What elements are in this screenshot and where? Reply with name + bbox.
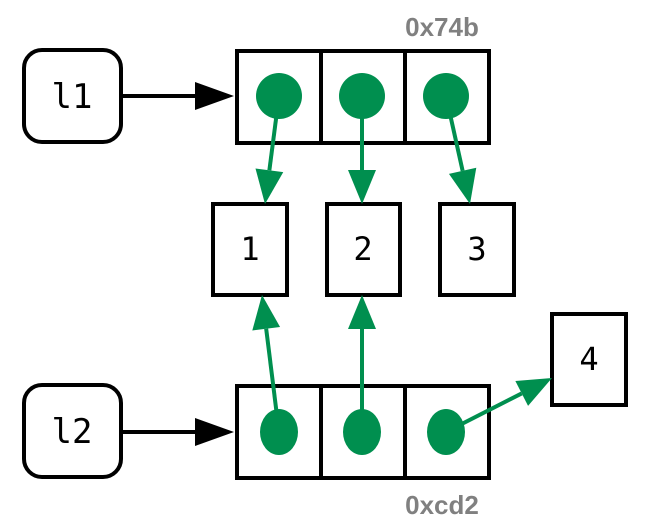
value-label-3: 3: [467, 230, 486, 268]
pointer-dot-0x74b-slot-1: [339, 73, 385, 119]
reference-arrow-l1: [121, 82, 234, 110]
pointer-dot-0xcd2-slot-2: [427, 409, 465, 455]
value-box-3: [438, 202, 516, 297]
value-2: 2: [325, 202, 402, 297]
value-3: 3: [438, 202, 516, 297]
pointer-dot-0x74b-slot-0: [256, 73, 302, 119]
pointer-dot-0xcd2-slot-0: [260, 409, 298, 455]
value-label-2: 2: [353, 230, 372, 268]
pointer-layer: [252, 73, 552, 455]
value-1: 1: [211, 202, 289, 297]
value-box-1: [211, 202, 289, 297]
value-4: 4: [550, 312, 628, 407]
reference-arrow-l2: [121, 418, 234, 446]
value-box-2: [325, 202, 402, 297]
variable-l1: l1: [22, 48, 123, 144]
variable-l2: l2: [22, 383, 123, 479]
value-label-1: 1: [240, 230, 259, 268]
address-label-0xcd2: 0xcd2: [405, 490, 479, 520]
value-box-4: [550, 312, 628, 407]
value-label-4: 4: [579, 340, 598, 378]
variable-label-l2: l2: [52, 412, 93, 452]
pointer-dot-0xcd2-slot-1: [343, 409, 381, 455]
address-label-0x74b: 0x74b: [405, 12, 479, 42]
pointer-dot-0x74b-slot-2: [423, 73, 469, 119]
variable-label-l1: l1: [52, 77, 93, 117]
